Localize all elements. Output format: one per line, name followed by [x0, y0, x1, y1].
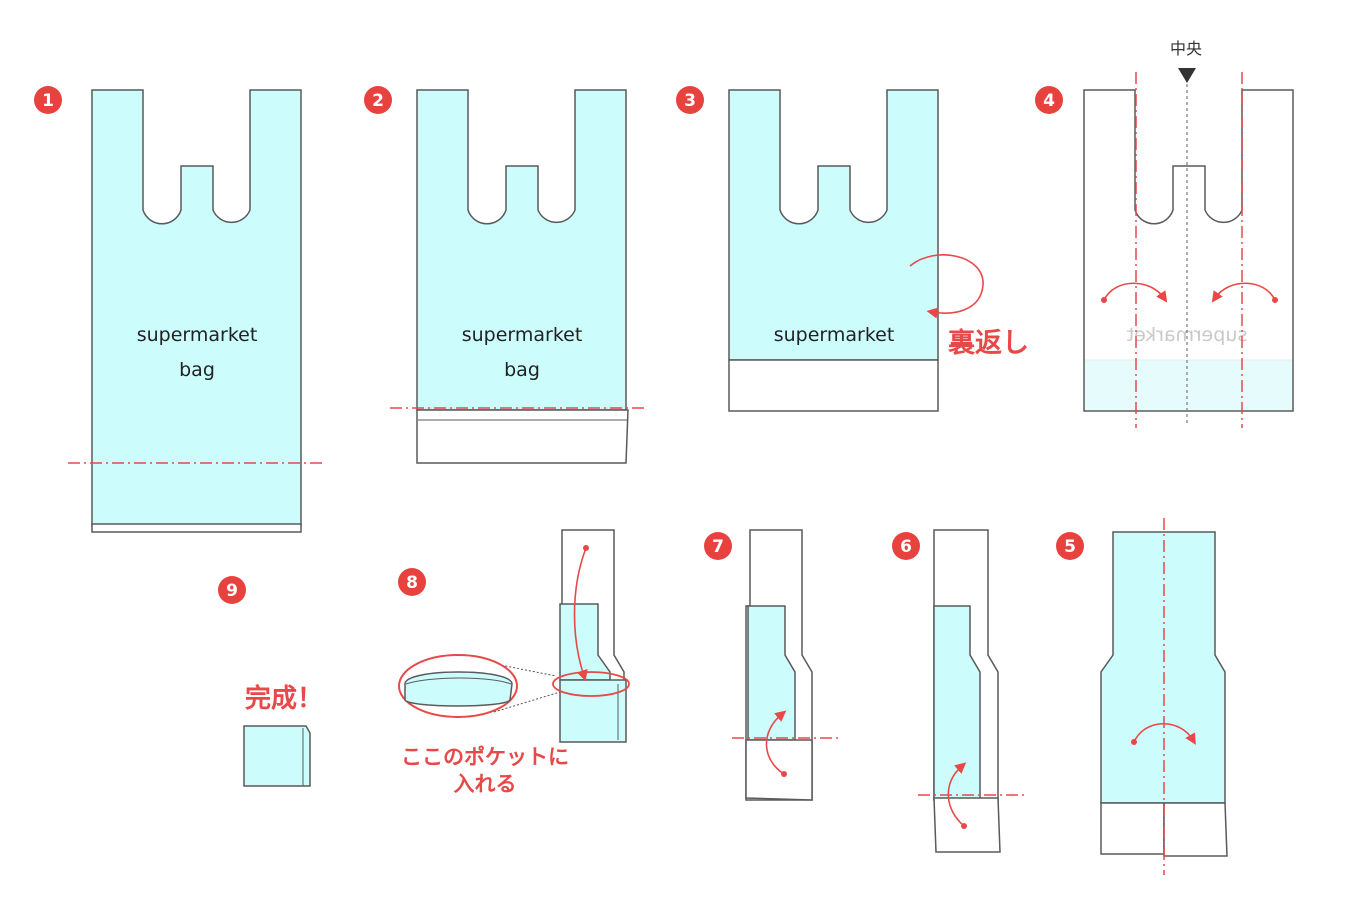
step-1-number: 1 — [42, 91, 54, 111]
step-6: 6 — [892, 529, 1025, 853]
bag-text-line1: supermarket — [462, 324, 583, 346]
bag-step-1 — [91, 89, 302, 527]
pale-bottom-area — [1085, 360, 1292, 410]
fold-up-arrow — [765, 710, 787, 775]
folded-bottom — [416, 409, 629, 464]
step-9-number: 9 — [226, 581, 238, 601]
zoom-pocket — [404, 671, 513, 707]
step-7-number: 7 — [712, 537, 724, 557]
zoom-guide-bottom — [493, 691, 561, 713]
step-7-badge — [704, 532, 732, 560]
left-pocket — [1100, 802, 1165, 855]
zoom-pocket-opening — [405, 677, 512, 685]
step-5: 5 — [1056, 518, 1228, 875]
bag-step-2 — [416, 89, 627, 411]
bag-step-3 — [728, 89, 939, 361]
step-5-badge — [1056, 532, 1084, 560]
tuck-arrow — [573, 547, 588, 682]
step-3-number: 3 — [684, 91, 696, 111]
step-5-number: 5 — [1064, 537, 1076, 557]
step-6-number: 6 — [900, 537, 912, 557]
step-4: 4 中央 supermarket — [1035, 39, 1294, 428]
step-8-number: 8 — [406, 573, 418, 593]
complete-label: 完成！ — [245, 683, 323, 714]
step-7: 7 — [704, 529, 838, 801]
bag-text-line2: bag — [179, 359, 215, 381]
bag-bottom-seal — [91, 523, 302, 533]
center-label: 中央 — [1170, 39, 1202, 58]
mirrored-bag-text: supermarket — [1127, 324, 1248, 346]
step-2-badge — [364, 86, 392, 114]
step-4-badge — [1035, 86, 1063, 114]
pocket-instruction-line2: 入れる — [454, 772, 517, 796]
bag-step-5 — [1100, 531, 1226, 804]
step-3: 3 supermarket 裏返し — [676, 86, 1029, 412]
zoom-guide-top — [469, 658, 557, 677]
turn-over-arrow — [909, 254, 984, 319]
fold-up-arrow — [947, 762, 967, 827]
step-6-badge — [892, 532, 920, 560]
step-3-badge — [676, 86, 704, 114]
step-8: 8 ここのポケットに 入れる — [398, 529, 630, 796]
turn-over-label: 裏返し — [947, 327, 1029, 359]
pocket-instruction-line1: ここのポケットに — [401, 745, 569, 769]
step-1: 1 supermarket bag — [34, 86, 325, 533]
folded-pocket — [559, 679, 627, 743]
step-1-badge — [34, 86, 62, 114]
down-triangle-icon — [1178, 68, 1196, 83]
fold-left-arrow — [1103, 282, 1168, 303]
bag-text-line1: supermarket — [774, 324, 895, 346]
right-pocket — [1163, 802, 1228, 857]
bag-text-line2: bag — [504, 359, 540, 381]
bag-text-line1: supermarket — [137, 324, 258, 346]
step-2-number: 2 — [372, 91, 384, 111]
finished-bag — [243, 725, 311, 787]
fold-arrow — [1133, 722, 1196, 745]
step-9-badge — [218, 576, 246, 604]
fold-right-arrow — [1211, 282, 1276, 303]
bottom-pocket — [933, 797, 1001, 853]
step-9: 9 完成！ — [218, 576, 323, 787]
step-4-number: 4 — [1043, 91, 1055, 111]
folded-bottom — [728, 359, 939, 412]
step-2: 2 supermarket bag — [364, 86, 648, 464]
step-8-badge — [398, 568, 426, 596]
pocket-highlight — [552, 671, 630, 697]
